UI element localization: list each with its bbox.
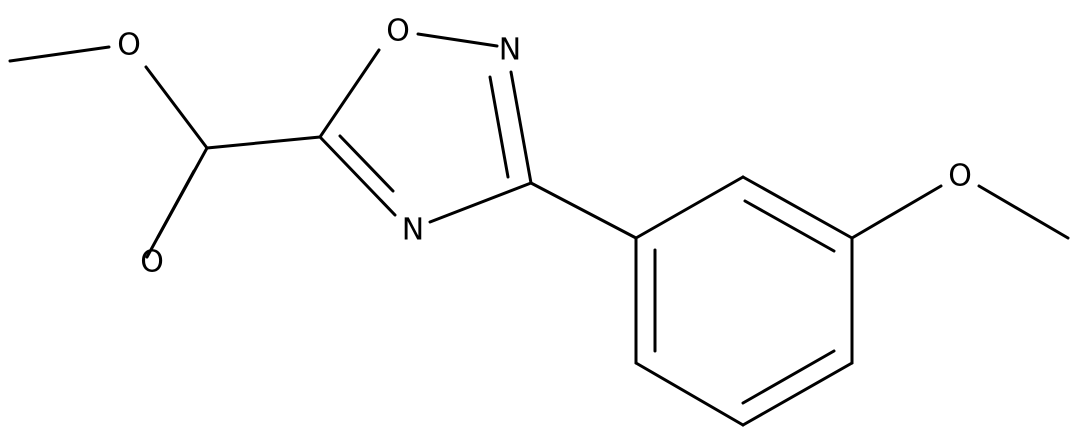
bond-methoxy-o-methyl	[977, 184, 1070, 240]
bond-phenyl-4-5-b	[741, 349, 836, 405]
atom-methoxy-o: O	[948, 159, 972, 194]
bond-carbonyl-c-ring-c5	[205, 135, 322, 150]
bond-methyl-ester-o	[8, 45, 111, 63]
bond-c3-phenyl	[529, 181, 638, 240]
atom-ring-n4: N	[402, 213, 424, 248]
atom-ester-ether-o: O	[117, 28, 141, 63]
bond-carbonyl-double-b	[145, 169, 196, 259]
bond-ring-n4-c5-b	[338, 134, 395, 193]
bond-ring-c5-o1	[318, 48, 381, 139]
bond-phenyl-2-3-a	[741, 175, 854, 240]
bond-ring-n4-c5-a	[318, 135, 397, 217]
bond-ring-n2-c3-a	[509, 70, 533, 185]
atom-ring-o1: O	[386, 14, 410, 49]
bond-phenyl-4-5-a	[741, 361, 854, 427]
bond-phenyl-2-3-b	[743, 199, 836, 253]
bond-ring-n2-c3-b	[488, 75, 510, 179]
bond-phenyl-1-2	[634, 175, 745, 240]
bond-ester-o-carbonyl-c	[144, 65, 209, 150]
bond-ring-o1-n2	[416, 32, 499, 48]
bond-ring-c3-n4	[428, 181, 533, 224]
atom-ring-n2: N	[499, 33, 521, 68]
bond-phenyl-methoxy-o	[850, 184, 943, 240]
bond-phenyl-5-6	[634, 361, 745, 427]
atom-carbonyl-o: O	[140, 245, 164, 280]
